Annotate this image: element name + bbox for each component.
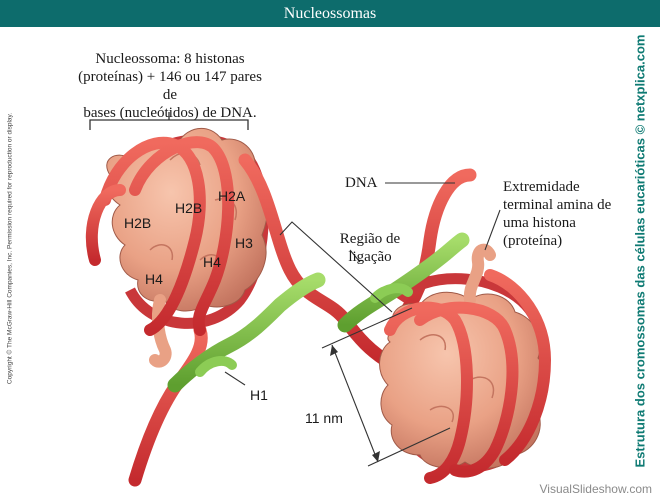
nucleosome-caption-line1: Nucleossoma: 8 histonas — [95, 51, 245, 67]
histone-label-h2a: H2A — [218, 188, 246, 204]
copyright-notice: Copyright © The McGraw-Hill Companies, I… — [6, 112, 14, 385]
dna-wrap-front-right-1 — [384, 301, 473, 484]
leader-linker — [279, 221, 393, 313]
histone-label-h2b-outer: H2B — [124, 215, 152, 231]
dimension-arrow-bottom — [372, 451, 380, 462]
h1-label: H1 — [250, 387, 268, 403]
nucleosome-caption-line3: bases (nucleótidos) de DNA. — [83, 105, 257, 121]
dna-strand-upper-right — [393, 168, 477, 327]
terminal-caption-line1: Extremidade — [503, 179, 580, 195]
dimension-arrow-top — [330, 345, 338, 356]
histone-tail-right — [463, 243, 496, 306]
histone-label-h2b-inner: H2B — [175, 200, 203, 216]
dna-wrap-front-right-2 — [414, 301, 519, 478]
left-nucleosome — [85, 127, 269, 368]
dna-wrap-front-right-3 — [484, 269, 552, 466]
linker-caption-line1: Região de — [339, 231, 401, 247]
dna-wrap-front-1 — [99, 136, 206, 336]
histone-label-h3: H3 — [235, 235, 253, 251]
h1-protein-right — [337, 232, 470, 333]
watermark: VisualSlideshow.com — [539, 482, 652, 496]
terminal-caption-line2: terminal amina de — [503, 197, 612, 213]
h1-proteins — [167, 232, 470, 393]
nucleosome-caption-line2: (proteínas) + 146 ou 147 pares de — [78, 69, 262, 103]
page-title: Nucleossomas — [283, 5, 377, 22]
terminal-caption-line4: (proteína) — [503, 233, 563, 249]
dimension-tick-top — [321, 307, 413, 349]
histone-label-h4-inner: H4 — [203, 254, 221, 270]
nucleosome-caption: Nucleossoma: 8 histonas (proteínas) + 14… — [70, 50, 270, 122]
nucleosome-bracket — [89, 112, 249, 130]
dna-label: DNA — [345, 175, 378, 191]
dimension-line — [331, 344, 379, 463]
histone-lumps-right — [419, 334, 495, 423]
side-credit: Estrutura dos cromossomas das células eu… — [632, 34, 648, 468]
dimension-tick-bottom — [367, 427, 451, 467]
linker-caption-line2: ligação — [348, 249, 392, 265]
linker-caption: Região de ligação — [330, 230, 410, 266]
terminal-caption-line3: uma histona — [503, 215, 576, 231]
title-bar: Nucleossomas — [0, 0, 660, 27]
leader-terminal — [484, 209, 501, 251]
histone-label-h4-outer: H4 — [145, 271, 163, 287]
right-nucleosome — [379, 243, 552, 484]
terminal-caption: Extremidade terminal amina de uma histon… — [503, 178, 623, 250]
h1-protein-left — [167, 272, 326, 393]
h1-protein-right-bump — [370, 283, 413, 303]
leader-linker-to-label — [349, 249, 361, 263]
dna-wrap-front-2 — [129, 136, 235, 336]
leader-h1 — [224, 371, 246, 386]
h1-protein-left-bump — [195, 355, 237, 377]
length-label: 11 nm — [305, 410, 343, 426]
dna-wrap-front-3 — [85, 184, 126, 266]
